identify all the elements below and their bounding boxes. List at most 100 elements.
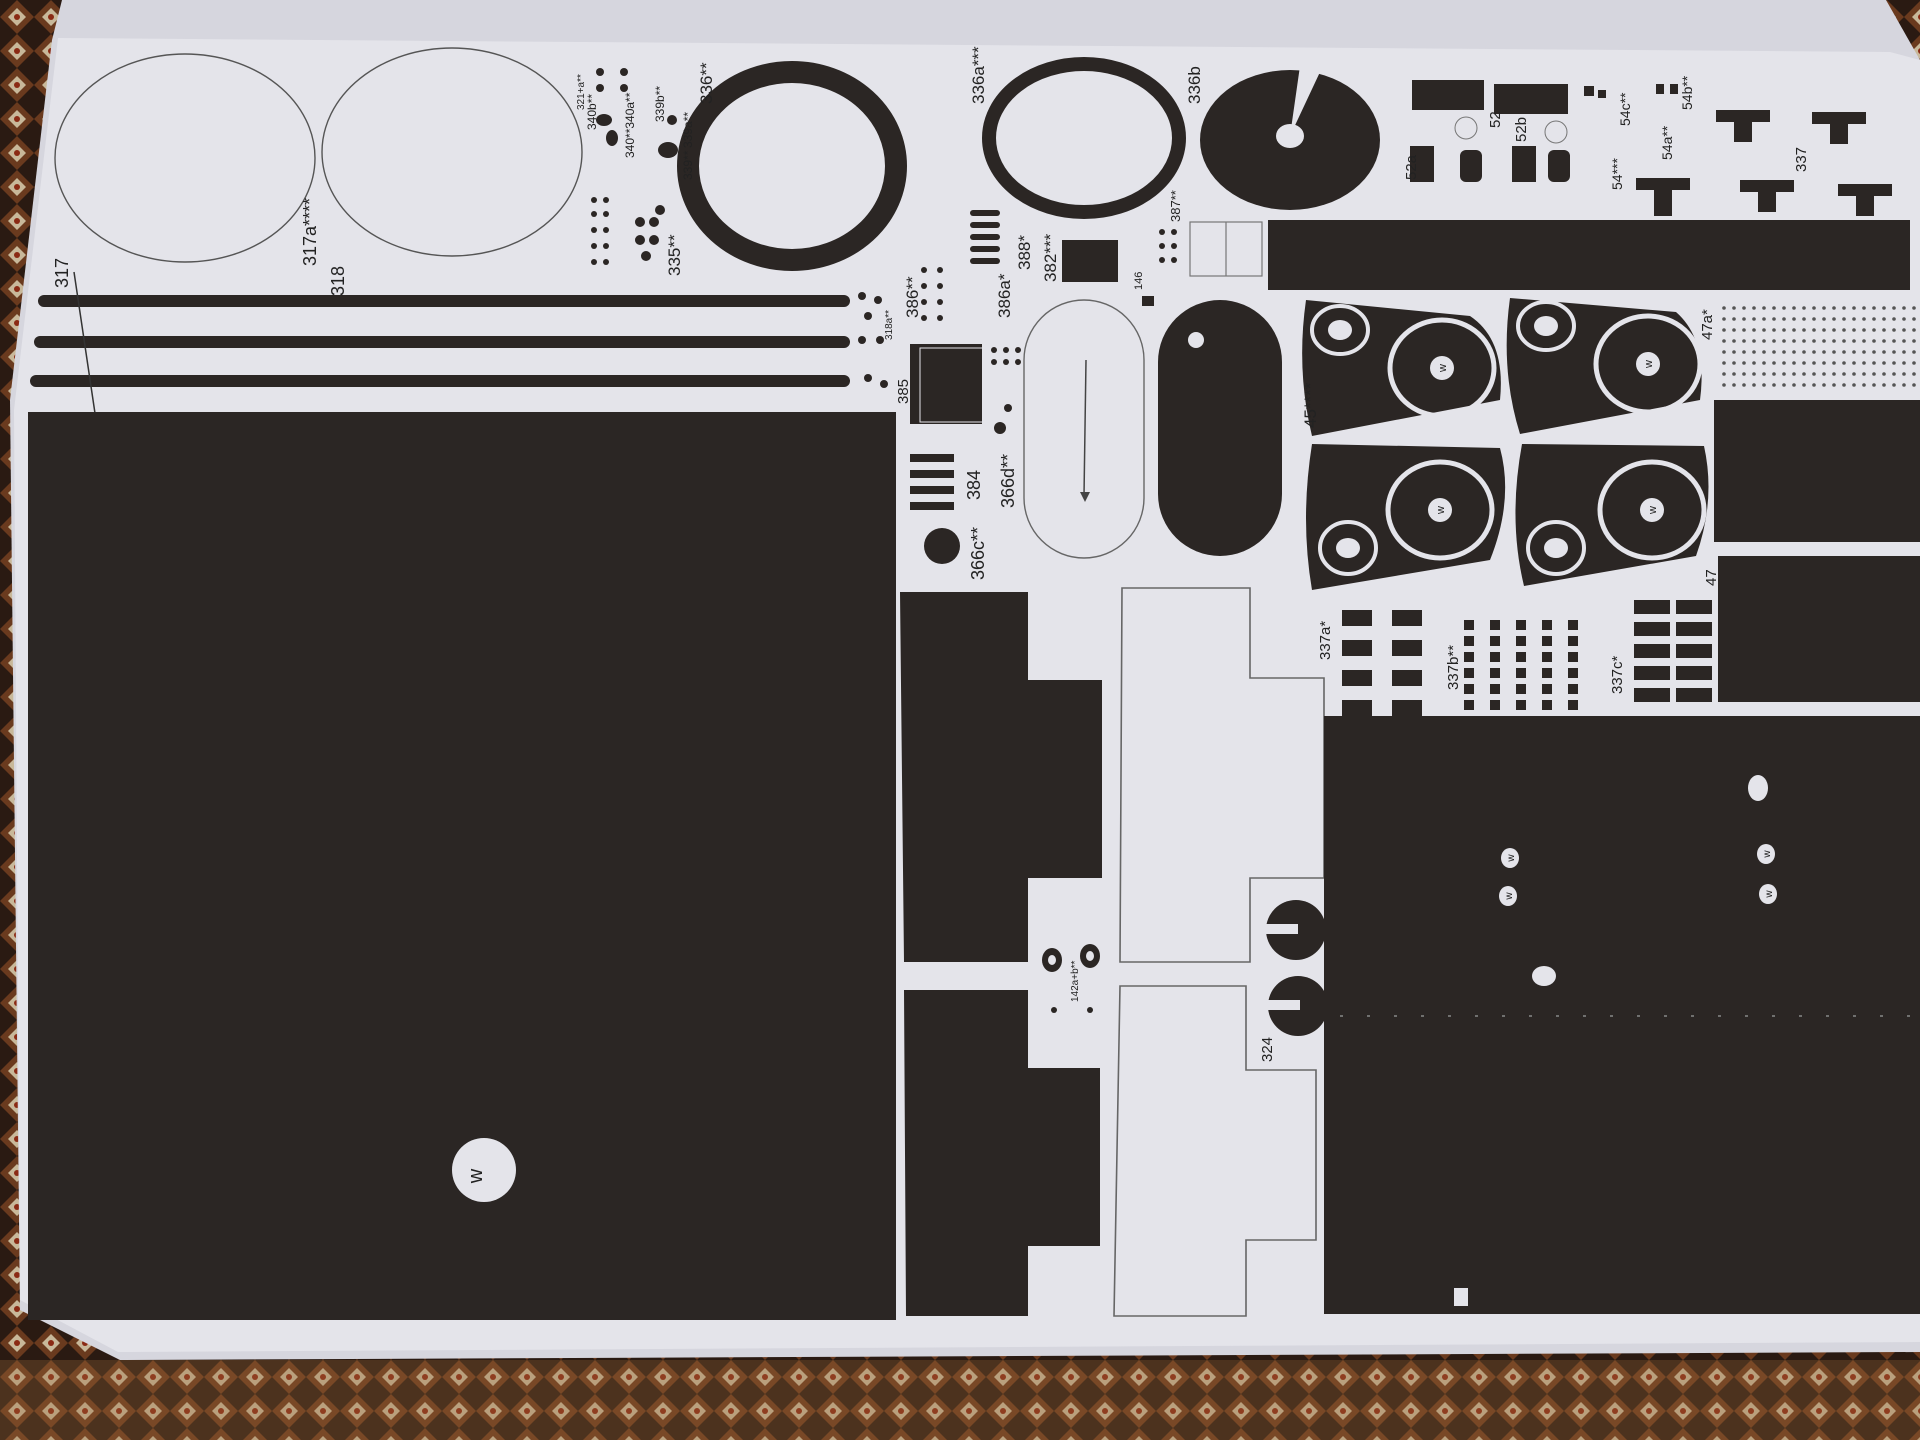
dot <box>1762 306 1766 310</box>
small-square-part <box>1542 620 1552 630</box>
dot <box>1732 361 1736 365</box>
dot <box>1742 306 1746 310</box>
dot <box>1732 317 1736 321</box>
small-square-part <box>1542 668 1552 678</box>
dot <box>1862 317 1866 321</box>
dot <box>1882 372 1886 376</box>
dot <box>1862 372 1866 376</box>
dot <box>1802 317 1806 321</box>
dot <box>1722 328 1726 332</box>
label-336: 336** <box>697 62 716 104</box>
stadium-outline-part <box>1023 299 1145 559</box>
wheel-plate-group-right <box>1506 298 1709 586</box>
dot <box>1832 328 1836 332</box>
label-339: 339** <box>681 150 695 180</box>
dot <box>1842 328 1846 332</box>
large-panel-bottom-right <box>1324 716 1920 1314</box>
dot <box>1882 383 1886 387</box>
small-square-part <box>1464 668 1474 678</box>
dot <box>1862 328 1866 332</box>
small-square-part <box>1634 688 1670 702</box>
dot <box>1762 383 1766 387</box>
dot <box>1872 350 1876 354</box>
small-square-part <box>1516 652 1526 662</box>
small-square-part <box>1568 620 1578 630</box>
marker-w-wheel-2: w <box>1435 506 1447 515</box>
dot <box>1752 383 1756 387</box>
dot <box>1852 339 1856 343</box>
panel-part-47-bottom <box>1718 556 1920 702</box>
dot <box>1852 328 1856 332</box>
dot <box>1732 306 1736 310</box>
dot <box>1772 306 1776 310</box>
small-square-part <box>1542 700 1552 710</box>
small-square-part <box>1516 620 1526 630</box>
dot <box>1792 361 1796 365</box>
dot <box>1902 317 1906 321</box>
dot <box>1832 306 1836 310</box>
dot <box>1842 361 1846 365</box>
dot <box>1782 317 1786 321</box>
outline-tabbed-panel-lower <box>1113 985 1317 1317</box>
dot <box>1722 306 1726 310</box>
label-337a: 337a* <box>1317 621 1334 660</box>
dot <box>1802 306 1806 310</box>
dot <box>1872 317 1876 321</box>
dot <box>1792 383 1796 387</box>
dot <box>1822 306 1826 310</box>
dot <box>1842 372 1846 376</box>
small-square-part <box>1634 622 1670 636</box>
dot <box>1762 372 1766 376</box>
dot <box>1862 361 1866 365</box>
label-142: 142a+b** <box>1070 960 1081 1002</box>
dot <box>1812 339 1816 343</box>
label-337: 337 <box>1793 147 1810 172</box>
dot <box>1772 350 1776 354</box>
small-square-part <box>1542 636 1552 646</box>
dot <box>1832 339 1836 343</box>
dot <box>1812 306 1816 310</box>
stadium-arrow <box>1083 359 1087 497</box>
dot <box>1752 339 1756 343</box>
dot <box>1882 361 1886 365</box>
label-54: 54*** <box>1609 158 1625 190</box>
label-336a: 336a*** <box>969 46 988 104</box>
dot <box>1852 317 1856 321</box>
dot <box>1882 317 1886 321</box>
marker-w-panel-3: w <box>1762 850 1773 859</box>
block-part-52a <box>1410 146 1434 182</box>
marker-w-wheel-1: w <box>1437 364 1449 373</box>
dot <box>1872 328 1876 332</box>
block-part-52a-b <box>1460 150 1482 182</box>
dot <box>1762 339 1766 343</box>
dot <box>1762 361 1766 365</box>
dot <box>1842 306 1846 310</box>
small-circle-52 <box>1454 116 1478 140</box>
wheel-plate-group-left <box>1302 300 1506 590</box>
dot <box>1792 306 1796 310</box>
dot <box>1742 383 1746 387</box>
dot <box>1792 350 1796 354</box>
marker-w-wheel-3: w <box>1643 360 1655 369</box>
dot <box>1802 372 1806 376</box>
dot <box>1742 350 1746 354</box>
small-square-part <box>1490 620 1500 630</box>
dot <box>1722 372 1726 376</box>
block-part-52b-b <box>1548 150 1570 182</box>
dot <box>1722 361 1726 365</box>
label-52b: 52b <box>1513 117 1530 142</box>
label-336b: 336b <box>1185 66 1204 104</box>
dot <box>1732 383 1736 387</box>
dot <box>1912 350 1916 354</box>
small-square-part <box>1542 684 1552 694</box>
small-square-part <box>1676 688 1712 702</box>
dot <box>1802 383 1806 387</box>
dot <box>1782 361 1786 365</box>
stadium-dark-part <box>1158 300 1282 556</box>
small-square-part <box>1516 636 1526 646</box>
dot <box>1892 383 1896 387</box>
dot <box>1772 328 1776 332</box>
small-square-part <box>1392 610 1422 626</box>
dot <box>1782 328 1786 332</box>
